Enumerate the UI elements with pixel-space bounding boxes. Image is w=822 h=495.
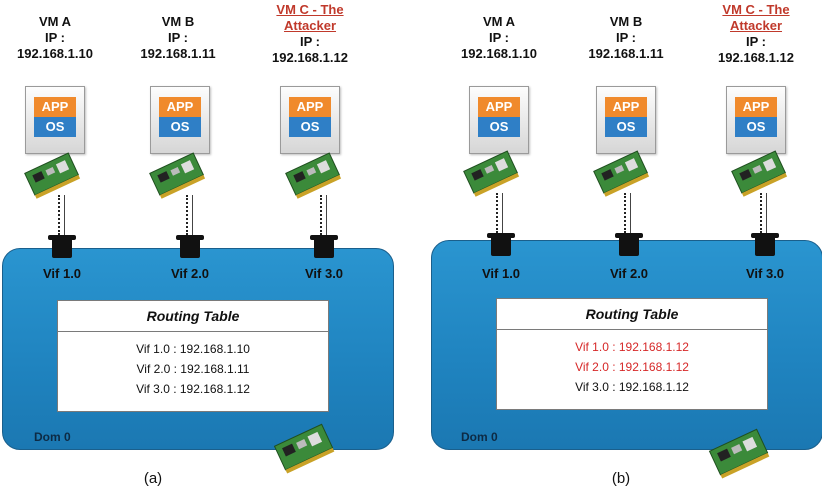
vif-label: Vif 1.0 (481, 266, 521, 281)
network-card-icon (731, 150, 788, 197)
dom0-label: Dom 0 (461, 430, 498, 444)
vm-ip: 192.168.1.10 (461, 46, 537, 61)
routing-row: Vif 1.0 : 192.168.1.10 (136, 342, 250, 356)
routing-table-title: Routing Table (497, 299, 767, 330)
panel-caption: (b) (611, 470, 631, 487)
panel-b: VM A IP : 192.168.1.10 VM B IP : 192.168… (411, 0, 822, 495)
link-c (760, 193, 762, 233)
os-layer: OS (289, 117, 331, 137)
app-layer: APP (289, 97, 331, 117)
vif-connector-icon (310, 235, 338, 258)
panel-caption: (a) (143, 470, 163, 487)
routing-table: Routing Table Vif 1.0 : 192.168.1.10 Vif… (57, 300, 329, 412)
app-layer: APP (605, 97, 647, 117)
app-layer: APP (159, 97, 201, 117)
vm-c-label: VM C - The Attacker IP : 192.168.1.12 (696, 2, 816, 66)
vm-a-box: APP OS (25, 86, 85, 154)
vif-connector-icon (48, 235, 76, 258)
routing-row-hijacked: Vif 2.0 : 192.168.1.12 (575, 360, 689, 374)
os-layer: OS (605, 117, 647, 137)
vm-b-box: APP OS (150, 86, 210, 154)
vif-connector-icon (615, 233, 643, 256)
link-a-2 (502, 193, 503, 233)
vm-ip: 192.168.1.11 (588, 46, 664, 61)
os-layer: OS (735, 117, 777, 137)
vm-ip-label: IP : (45, 30, 65, 45)
vm-name-attacker: VM C - The Attacker (276, 2, 344, 33)
vif-connector-icon (751, 233, 779, 256)
link-b-2 (630, 193, 631, 233)
vm-ip-label: IP : (489, 30, 509, 45)
vm-name: VM A (482, 14, 516, 29)
routing-row: Vif 2.0 : 192.168.1.11 (136, 362, 250, 376)
link-c (320, 195, 322, 235)
vif-label: Vif 2.0 (609, 266, 649, 281)
os-layer: OS (478, 117, 520, 137)
routing-table-rows: Vif 1.0 : 192.168.1.10 Vif 2.0 : 192.168… (58, 339, 328, 399)
network-card-icon (708, 428, 770, 479)
app-layer: APP (34, 97, 76, 117)
routing-row-hijacked: Vif 1.0 : 192.168.1.12 (575, 340, 689, 354)
vif-label: Vif 3.0 (304, 266, 344, 281)
network-card-icon (273, 423, 335, 474)
vm-name: VM B (161, 14, 195, 29)
link-a (58, 195, 60, 235)
os-layer: OS (34, 117, 76, 137)
vm-ip: 192.168.1.10 (17, 46, 93, 61)
network-card-icon (24, 152, 81, 199)
vm-c-box: APP OS (280, 86, 340, 154)
link-b (186, 195, 188, 235)
network-card-icon (149, 152, 206, 199)
routing-table-title: Routing Table (58, 301, 328, 332)
network-card-icon (463, 150, 520, 197)
app-layer: APP (735, 97, 777, 117)
vm-ip-label: IP : (300, 34, 320, 49)
vm-name: VM A (38, 14, 72, 29)
vm-b-box: APP OS (596, 86, 656, 154)
vif-label: Vif 1.0 (42, 266, 82, 281)
routing-row: Vif 3.0 : 192.168.1.12 (136, 382, 250, 396)
routing-row: Vif 3.0 : 192.168.1.12 (575, 380, 689, 394)
vm-ip: 192.168.1.12 (272, 50, 348, 65)
vm-name: VM B (609, 14, 643, 29)
network-card-icon (285, 152, 342, 199)
link-c-2 (766, 193, 767, 233)
link-a (496, 193, 498, 233)
vif-connector-icon (487, 233, 515, 256)
link-c-2 (326, 195, 327, 235)
vm-a-label: VM A IP : 192.168.1.10 (0, 14, 115, 62)
routing-table: Routing Table Vif 1.0 : 192.168.1.12 Vif… (496, 298, 768, 410)
link-b-2 (192, 195, 193, 235)
dom0-label: Dom 0 (34, 430, 71, 444)
link-a-2 (64, 195, 65, 235)
vm-name-attacker: VM C - The Attacker (722, 2, 790, 33)
vm-ip-label: IP : (616, 30, 636, 45)
vm-c-label: VM C - The Attacker IP : 192.168.1.12 (250, 2, 370, 66)
vm-ip-label: IP : (746, 34, 766, 49)
vif-label: Vif 2.0 (170, 266, 210, 281)
vm-ip: 192.168.1.12 (718, 50, 794, 65)
link-b (624, 193, 626, 233)
network-card-icon (593, 150, 650, 197)
vm-ip-label: IP : (168, 30, 188, 45)
os-layer: OS (159, 117, 201, 137)
vm-a-box: APP OS (469, 86, 529, 154)
app-layer: APP (478, 97, 520, 117)
vm-b-label: VM B IP : 192.168.1.11 (566, 14, 686, 62)
vif-connector-icon (176, 235, 204, 258)
panel-a: VM A IP : 192.168.1.10 VM B IP : 192.168… (0, 2, 394, 487)
vm-b-label: VM B IP : 192.168.1.11 (118, 14, 238, 62)
vm-c-box: APP OS (726, 86, 786, 154)
vm-ip: 192.168.1.11 (140, 46, 216, 61)
vm-a-label: VM A IP : 192.168.1.10 (439, 14, 559, 62)
vif-label: Vif 3.0 (745, 266, 785, 281)
routing-table-rows: Vif 1.0 : 192.168.1.12 Vif 2.0 : 192.168… (497, 337, 767, 397)
